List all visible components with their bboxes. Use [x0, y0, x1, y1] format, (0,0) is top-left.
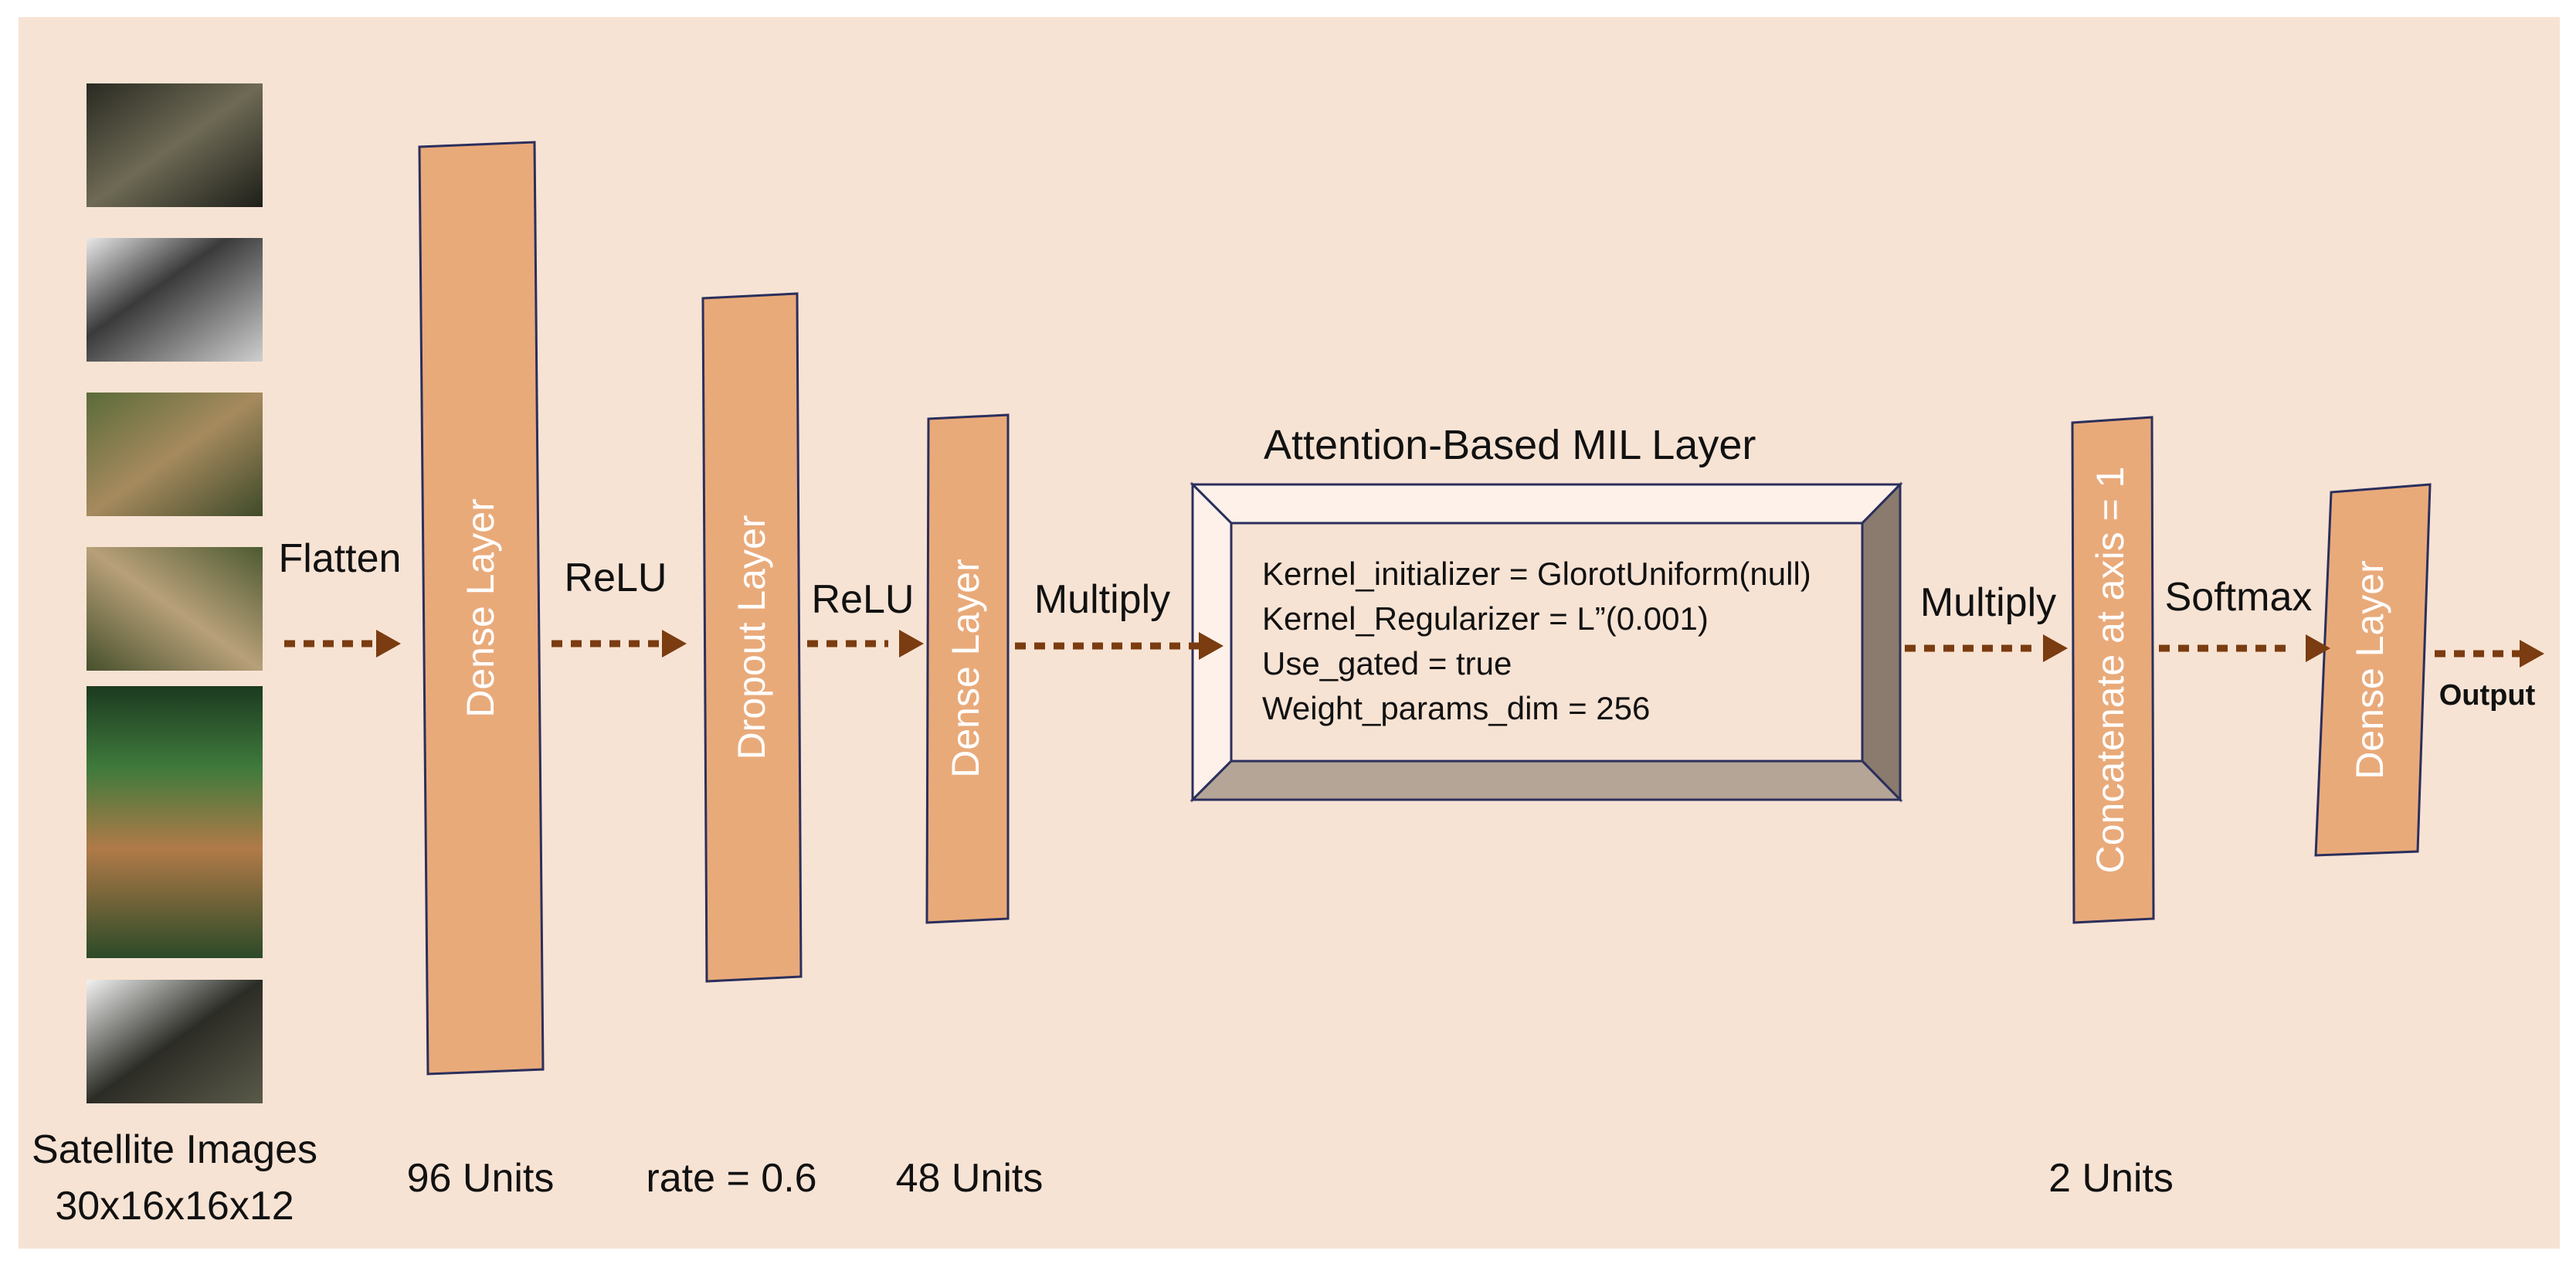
satellite-tile-1	[87, 83, 263, 207]
label-multiply-2: Multiply	[1920, 580, 2056, 625]
attention-param-1: Kernel_initializer = GlorotUniform(null)	[1262, 556, 1811, 592]
satellite-tile-3	[87, 393, 263, 516]
bevel-right	[1861, 481, 1902, 803]
arrowhead-relu-1	[662, 630, 687, 658]
dense-layer-1-units: 96 Units	[407, 1156, 555, 1201]
bevel-top	[1190, 483, 1903, 525]
label-flatten: Flatten	[279, 536, 402, 581]
satellite-tile-2	[87, 238, 263, 362]
dense-layer-2-units: 48 Units	[896, 1156, 1044, 1201]
label-relu-2: ReLU	[812, 577, 915, 622]
arrowhead-multiply-1	[1199, 632, 1224, 660]
satellite-tile-6	[87, 980, 263, 1103]
attention-inner-panel	[1230, 522, 1864, 763]
label-relu-1: ReLU	[565, 556, 667, 600]
dropout-layer	[701, 292, 803, 983]
arrowheads	[376, 630, 2544, 668]
attention-mil-layer	[1190, 481, 1903, 803]
label-softmax: Softmax	[2165, 575, 2313, 620]
dropout-layer-label: Dropout Layer	[730, 515, 773, 760]
dense-layer-3-label: Dense Layer	[2348, 560, 2391, 780]
dense-layer-2	[925, 413, 1010, 924]
attention-param-2: Kernel_Regularizer = L”(0.001)	[1262, 600, 1709, 637]
arrowhead-multiply-2	[2043, 634, 2068, 662]
concatenate-layer-units: 2 Units	[2048, 1156, 2174, 1201]
input-label-line2: 30x16x16x12	[55, 1184, 294, 1229]
arrowhead-flatten	[376, 630, 401, 658]
attention-title: Attention-Based MIL Layer	[1264, 422, 1756, 468]
arrowhead-softmax	[2306, 634, 2330, 662]
dense-layer-2-label: Dense Layer	[944, 559, 987, 778]
arrows	[284, 640, 2520, 658]
concatenate-layer	[2071, 416, 2155, 924]
arrowhead-relu-2	[899, 630, 924, 658]
bevel-bottom	[1190, 760, 1903, 801]
input-label-line1: Satellite Images	[32, 1127, 317, 1172]
label-output: Output	[2439, 679, 2536, 712]
arrowhead-output	[2520, 640, 2544, 668]
dense-layer-1-label: Dense Layer	[459, 498, 502, 718]
satellite-tile-5	[87, 686, 263, 958]
satellite-image-stack	[87, 83, 263, 1103]
concatenate-layer-label: Concatenate at axis = 1	[2089, 467, 2132, 874]
satellite-tile-4	[87, 547, 263, 671]
label-multiply-1: Multiply	[1034, 577, 1170, 622]
dense-layer-3	[2314, 483, 2432, 857]
attention-param-4: Weight_params_dim = 256	[1262, 690, 1650, 726]
dense-layer-1	[418, 141, 545, 1076]
dropout-layer-units: rate = 0.6	[646, 1156, 816, 1201]
attention-param-3: Use_gated = true	[1262, 645, 1512, 681]
